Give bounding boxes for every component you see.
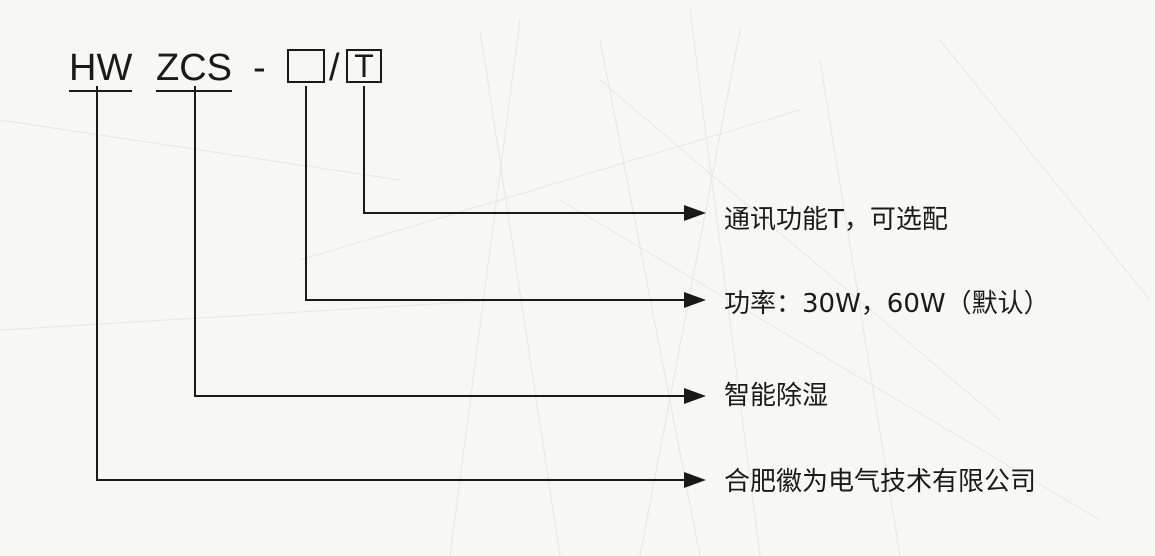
desc-series: 智能除湿 <box>724 381 829 411</box>
connector-brand <box>96 86 688 481</box>
code-option-box: T <box>346 49 382 83</box>
arrow-brand <box>684 472 706 488</box>
arrow-power <box>684 292 706 308</box>
connector-power <box>305 86 688 301</box>
desc-power: 功率：30W，60W（默认） <box>724 289 1050 319</box>
arrow-option <box>684 205 706 221</box>
code-slash: / <box>329 47 340 89</box>
code-dash: - <box>253 47 266 89</box>
connector-series <box>194 86 688 397</box>
connector-option <box>363 86 688 214</box>
desc-option: 通讯功能T，可选配 <box>724 205 948 235</box>
code-power-box <box>287 49 325 83</box>
arrow-series <box>684 388 706 404</box>
code-brand: HW <box>69 46 133 92</box>
desc-brand: 合肥徽为电气技术有限公司 <box>724 467 1037 497</box>
